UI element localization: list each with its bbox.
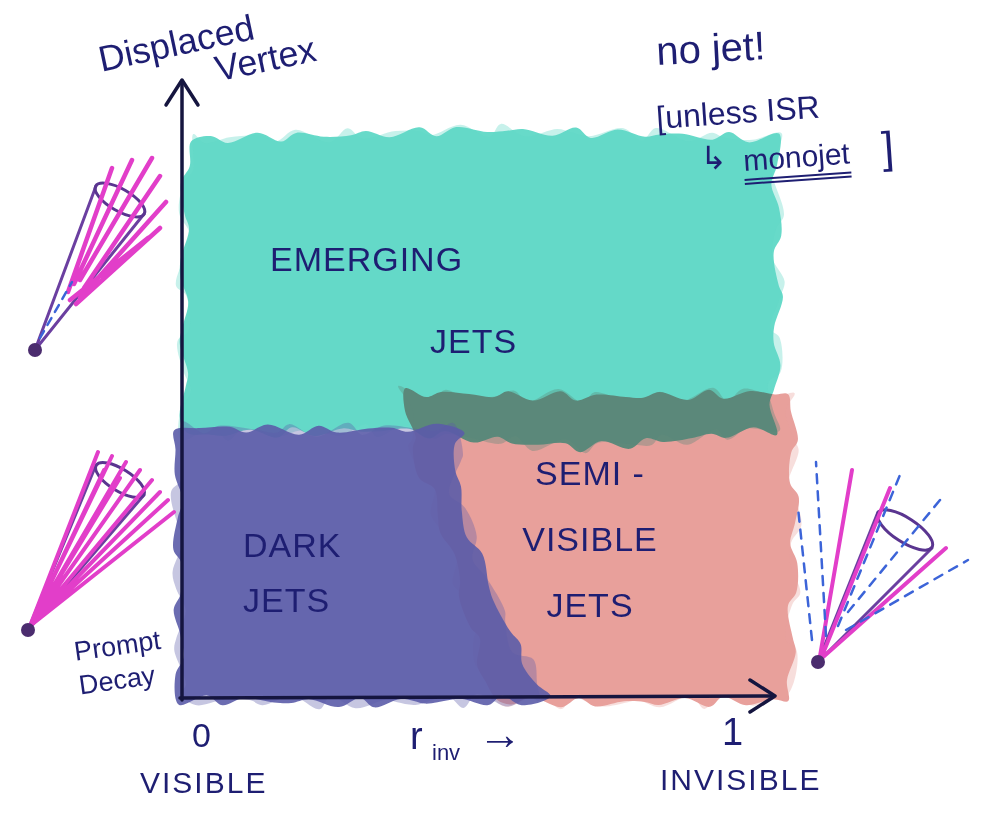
axis-annotation: monojet: [742, 136, 851, 185]
axis-arrowhead: [166, 80, 198, 105]
particle-tracks: [30, 452, 174, 626]
axis-annotation: 1: [722, 710, 743, 754]
region-label: SEMI - VISIBLE JETS: [515, 440, 665, 638]
jet-cone-rim: [90, 176, 149, 223]
brush-edge: [398, 386, 801, 709]
axis-annotation: ]: [880, 121, 896, 173]
jet-cone: [818, 512, 932, 662]
vertex-dot: [21, 623, 35, 637]
axis-annotation: Prompt Decay: [72, 622, 176, 703]
jet-cone-rim: [872, 503, 939, 558]
jet-region: DARK JETS: [178, 428, 548, 703]
region-label: EMERGING JETS: [430, 218, 530, 382]
axis-annotation: 0: [192, 716, 211, 755]
vertex-dot: [811, 655, 825, 669]
particle-tracks: [820, 470, 946, 658]
emerging-jet-icon: [28, 158, 166, 357]
axis-annotation: ↳: [700, 140, 727, 177]
axis-annotation: INVISIBLE: [660, 762, 821, 797]
invisible-track: [40, 282, 72, 338]
jet-cone: [35, 186, 144, 350]
invisible-tracks: [798, 462, 968, 640]
jet-cone: [28, 465, 144, 630]
semi-visible-jet-icon: [798, 462, 968, 669]
axis-annotation: VISIBLE: [140, 765, 267, 800]
axis-annotation: r: [410, 714, 423, 758]
jet-cone-rim: [90, 456, 149, 504]
region-blob: [178, 428, 548, 703]
axis-annotation: inv: [432, 740, 460, 765]
axis-annotation: no jet!: [655, 22, 766, 74]
axis-annotation: [unless ISR: [655, 89, 821, 137]
axis-annotation: →: [478, 708, 522, 759]
region-label: DARK JETS: [243, 518, 353, 628]
particle-tracks: [68, 158, 166, 304]
vertex-dot: [28, 343, 42, 357]
dark-jet-icon: [21, 452, 174, 637]
axis-annotation: Displaced Vertex: [205, 0, 317, 87]
